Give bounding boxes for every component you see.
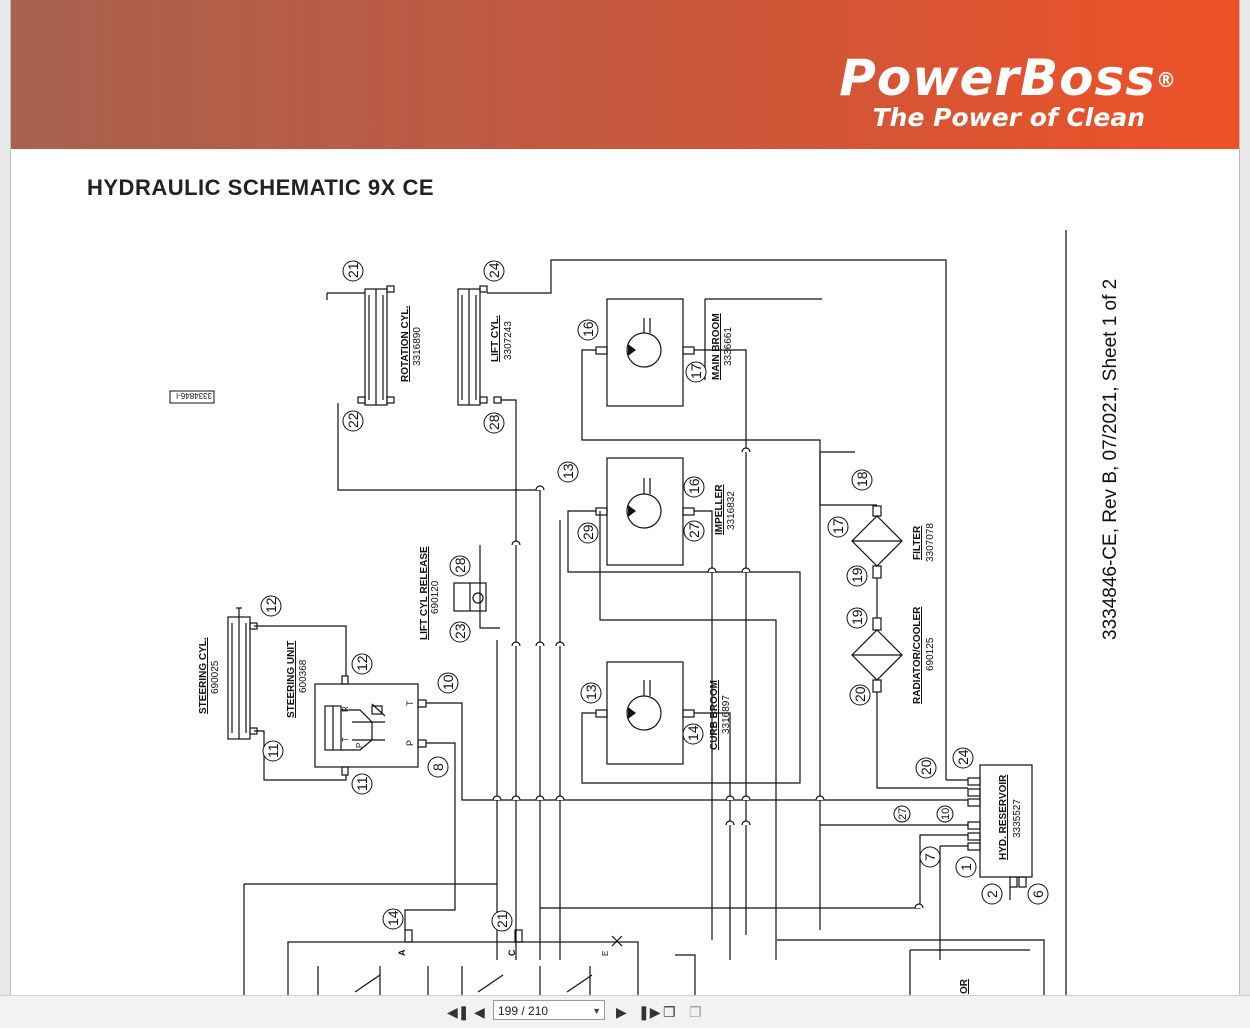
callout-6: 6	[1030, 890, 1046, 898]
callout-19: 19	[849, 567, 865, 583]
callout-17: 17	[830, 518, 846, 534]
callout-7: 7	[922, 853, 938, 861]
port-r: R	[341, 706, 350, 712]
callout-28: 28	[486, 414, 502, 430]
page-indicator: 199 / 210	[498, 1004, 549, 1018]
chevron-down-icon: ▼	[592, 1006, 601, 1016]
callout-13: 13	[583, 684, 599, 700]
reservoir-part: 3335527	[1012, 799, 1023, 838]
callout-19: 19	[849, 609, 865, 625]
callout-14: 14	[385, 910, 401, 926]
callout-29: 29	[580, 524, 596, 540]
callout-2: 2	[984, 890, 1000, 898]
callout-10: 10	[940, 808, 952, 820]
callout-12: 12	[263, 597, 279, 613]
main-broom-label: MAIN BROOM	[711, 313, 722, 380]
brand-logo: PowerBoss® The Power of Clean	[839, 52, 1177, 132]
radiator-label: RADIATOR/COOLER	[912, 606, 923, 704]
callout-17: 17	[688, 363, 704, 379]
port-p: P	[405, 740, 415, 746]
brand-tagline: The Power of Clean	[872, 103, 1145, 132]
last-page-button[interactable]: ❚▶	[638, 1004, 661, 1020]
lift-release-label: LIFT CYL RELEASE	[419, 546, 430, 640]
callout-10: 10	[440, 674, 456, 690]
document-page: PowerBoss® The Power of Clean HYDRAULIC …	[10, 0, 1240, 995]
filter-part: 3307078	[925, 523, 936, 562]
callout-18: 18	[854, 471, 870, 487]
callout-1: 1	[958, 863, 974, 871]
steering-unit-label: STEERING UNIT	[286, 641, 297, 718]
radiator-part: 690125	[925, 637, 936, 671]
previous-page-button[interactable]: ◀	[474, 1004, 485, 1020]
main-broom-part: 3336661	[723, 327, 734, 366]
steering-unit-part: 600368	[298, 659, 309, 693]
callout-21: 21	[345, 262, 361, 278]
lift-release-part: 690120	[430, 580, 441, 614]
next-page-button[interactable]: ▶	[616, 1004, 627, 1020]
registered-mark: ®	[1156, 68, 1177, 92]
first-page-button[interactable]: ◀❚	[447, 1004, 470, 1020]
callout-28: 28	[452, 557, 468, 573]
callout-20: 20	[918, 759, 934, 775]
rotation-cyl-part: 3316890	[412, 327, 423, 366]
callout-22: 22	[345, 412, 361, 428]
or-label: OR	[959, 978, 970, 994]
hydraulic-schematic: 3334846-I ROTATION CYL. 3316890 LIFT CYL…	[169, 230, 1067, 995]
reservoir-label: HYD. RESERVOIR	[998, 774, 1009, 860]
pages-icon[interactable]: ❐	[689, 1004, 702, 1020]
callout-16: 16	[686, 478, 702, 494]
callout-8: 8	[430, 763, 446, 771]
port-a: A	[397, 949, 407, 956]
port-c: C	[507, 949, 517, 956]
stamp-text: 3334846-I	[176, 391, 212, 400]
callout-24: 24	[486, 262, 502, 278]
callout-21: 21	[494, 912, 510, 928]
document-title: HYDRAULIC SCHEMATIC 9X CE	[87, 175, 435, 200]
brand-name: PowerBoss	[839, 49, 1156, 107]
lift-cyl-label: LIFT CYL.	[490, 315, 501, 362]
port-p-small: P	[355, 743, 364, 748]
callout-11: 11	[354, 776, 370, 791]
callout-23: 23	[452, 623, 468, 639]
steering-cyl-label: STEERING CYL.	[198, 637, 209, 714]
rotation-cyl-label: ROTATION CYL.	[400, 305, 411, 382]
viewer-toolbar: ◀❚ ◀ 199 / 210 ▼ ▶ ❚▶ ❐ ❐	[0, 995, 1250, 1028]
impeller-label: IMPELLER	[714, 484, 725, 535]
curb-broom-part: 3316897	[721, 695, 732, 734]
sheet-info: 3334846-CE, Rev B, 07/2021, Sheet 1 of 2	[1100, 278, 1121, 640]
header-banner: PowerBoss® The Power of Clean	[11, 0, 1239, 149]
lift-cyl-part: 3307243	[503, 321, 514, 360]
steering-cyl-part: 690025	[210, 660, 221, 694]
callout-12: 12	[354, 655, 370, 671]
callout-24: 24	[955, 749, 971, 765]
callout-27: 27	[897, 808, 909, 820]
filter-label: FILTER	[912, 525, 923, 560]
callout-27: 27	[686, 522, 702, 538]
copy-icon[interactable]: ❐	[663, 1004, 676, 1020]
page-number-select[interactable]: 199 / 210 ▼	[493, 1000, 605, 1020]
callout-14: 14	[685, 725, 701, 741]
port-t-small: T	[341, 737, 350, 742]
port-e: E	[601, 951, 610, 956]
callout-20: 20	[852, 686, 868, 702]
callout-13: 13	[560, 463, 576, 479]
callout-11: 11	[265, 743, 281, 758]
port-t: T	[405, 700, 415, 706]
callout-16: 16	[580, 321, 596, 337]
curb-broom-label: CURB BROOM	[709, 680, 720, 750]
impeller-part: 3316832	[726, 491, 737, 530]
